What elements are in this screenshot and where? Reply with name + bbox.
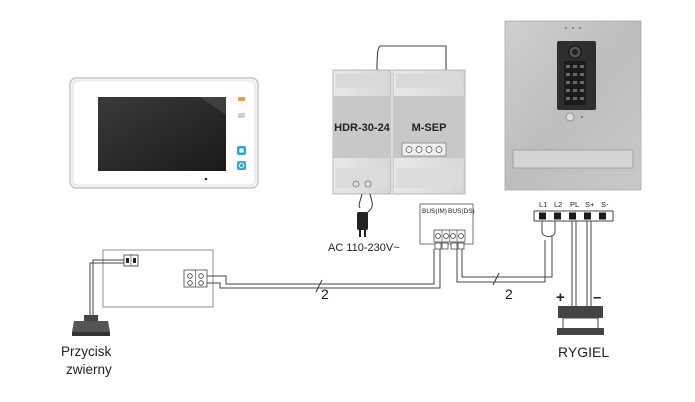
lock-minus-sign: –	[593, 289, 601, 306]
separator-label: M-SEP	[412, 122, 447, 134]
lock-label: RYGIEL	[558, 344, 609, 360]
mains-plug-icon	[357, 193, 373, 237]
wiring	[207, 221, 592, 310]
lock-plus-sign: +	[556, 289, 565, 306]
terminal-label-s-plus: S+	[585, 200, 595, 209]
exit-button-label-2: zwierny	[66, 362, 112, 377]
panel-bell-button	[565, 112, 575, 122]
power-supply-label: HDR-30-24	[334, 122, 391, 134]
panel-nameplate	[512, 149, 634, 169]
cable-count-monitor: 2	[321, 286, 329, 302]
indoor-monitor	[69, 77, 259, 189]
terminal-label-s-minus: S-	[601, 200, 609, 209]
bus-terminal-block: BUS(IM) BUS(DS)	[419, 203, 475, 250]
panel-keypad	[566, 65, 584, 100]
monitor-talk-button	[237, 161, 246, 170]
terminal-label-pl: PL	[570, 200, 579, 209]
din-modules: HDR-30-24 M-SEP	[332, 45, 466, 195]
exit-pushbutton-icon	[72, 259, 124, 336]
panel-terminal-strip: L1 L2 PL S+ S-	[533, 200, 614, 222]
monitor-mic-icon	[204, 177, 208, 181]
bus-im-label: BUS(IM)	[422, 208, 447, 215]
monitor-key-icon	[238, 113, 245, 118]
terminal-label-l2: L2	[554, 200, 562, 209]
monitor-led-icon	[238, 97, 245, 101]
monitor-screen	[98, 97, 226, 171]
cable-count-panel: 2	[505, 286, 513, 302]
separator-terminal-block	[401, 142, 447, 157]
bus-ds-label: BUS(DS)	[448, 208, 475, 215]
exit-button-label-1: Przycisk	[61, 344, 111, 359]
exit-button-box	[102, 249, 214, 308]
mains-label: AC 110-230V~	[328, 242, 400, 254]
terminal-label-l1: L1	[539, 200, 547, 209]
outdoor-panel	[504, 20, 642, 191]
lock-icon	[557, 306, 604, 335]
